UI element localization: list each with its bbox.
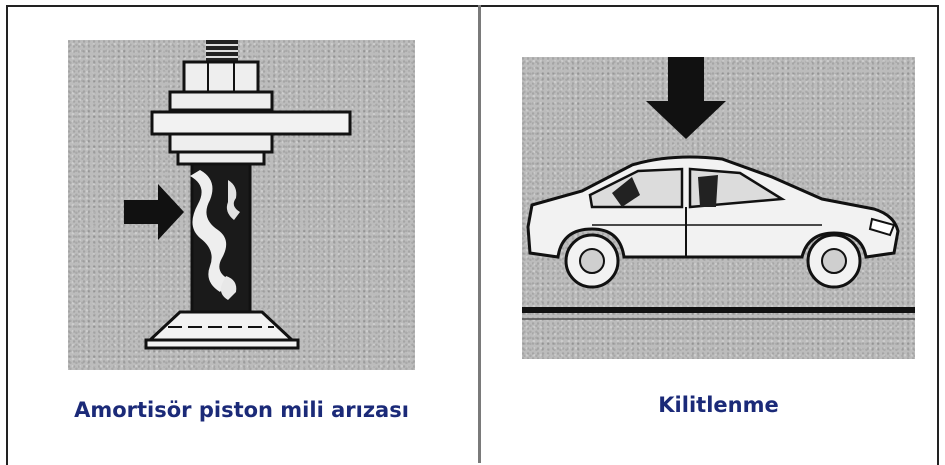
- car-icon: [522, 57, 915, 320]
- shock-absorber-icon: [124, 40, 352, 350]
- car-lockup-illustration: [522, 57, 915, 359]
- arrow-right-icon: [124, 184, 184, 240]
- piston-rod-failure-illustration: [68, 40, 415, 370]
- caption-lockup: Kilitlenme: [658, 393, 779, 417]
- panel-divider: [478, 5, 481, 463]
- arrow-down-icon: [646, 57, 726, 139]
- document-frame: [6, 5, 939, 465]
- caption-piston-rod-failure: Amortisör piston mili arızası: [74, 398, 409, 422]
